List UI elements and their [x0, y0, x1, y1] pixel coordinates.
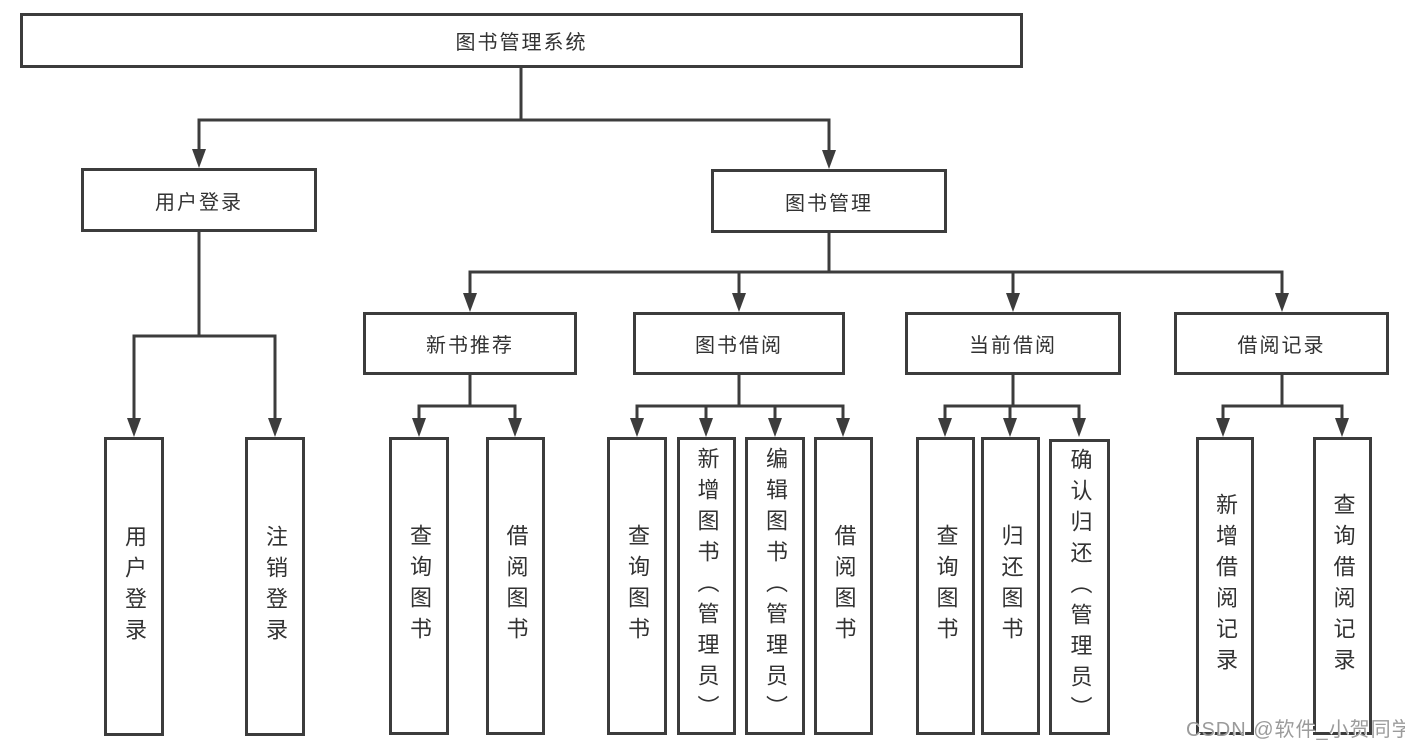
node-label: 图书借阅 — [695, 335, 783, 357]
arrow-new-book — [463, 293, 477, 312]
node-label: 新书推荐 — [426, 335, 514, 357]
node-book-management-branch: 图书管理 — [711, 169, 947, 233]
leaf-borrow-books-borrowing: 借阅图书 — [814, 437, 873, 735]
node-label: 借阅图书 — [831, 524, 857, 648]
leaf-query-books-borrowing: 查询图书 — [607, 437, 667, 735]
arrow-leaf-nbr-query — [412, 418, 426, 437]
node-label: 图书管理 — [785, 192, 873, 215]
arrow-leaf-bb-edit — [768, 418, 782, 437]
node-label: 查询借阅记录 — [1330, 493, 1356, 679]
arrow-leaf-br-query — [1335, 418, 1349, 437]
leaf-query-borrow-record: 查询借阅记录 — [1313, 437, 1372, 735]
arrow-records — [1275, 293, 1289, 312]
leaf-query-books-current: 查询图书 — [916, 437, 975, 735]
leaf-query-books-recommend: 查询图书 — [389, 437, 449, 735]
leaf-borrow-books-recommend: 借阅图书 — [486, 437, 545, 735]
arrow-current — [1006, 293, 1020, 312]
arrow-leaf-nbr-borrow — [508, 418, 522, 437]
node-label: 图书管理系统 — [455, 32, 588, 54]
node-label: 查询图书 — [933, 524, 959, 648]
arrow-user-login — [192, 149, 206, 168]
node-label: 当前借阅 — [969, 335, 1057, 357]
node-label: 新增图书（管理员） — [694, 446, 720, 726]
arrow-leaf-user-login — [127, 418, 141, 437]
node-label: 查询图书 — [625, 524, 650, 648]
node-borrowing-records: 借阅记录 — [1174, 312, 1389, 375]
leaf-logout: 注销登录 — [245, 437, 305, 736]
node-label: 用户登录 — [122, 524, 147, 649]
arrow-leaf-bb-borrow — [836, 418, 850, 437]
node-label: 归还图书 — [998, 524, 1024, 648]
node-label: 用户登录 — [155, 191, 243, 214]
node-book-borrowing: 图书借阅 — [633, 312, 845, 375]
leaf-return-book: 归还图书 — [981, 437, 1040, 735]
arrow-leaf-cb-query — [938, 418, 952, 437]
node-label: 借阅图书 — [503, 524, 529, 648]
arrow-leaf-logout — [268, 418, 282, 437]
leaf-add-borrow-record: 新增借阅记录 — [1196, 437, 1254, 735]
arrow-leaf-cb-confirm — [1072, 418, 1086, 437]
node-label: 编辑图书（管理员） — [763, 446, 788, 726]
node-library-system-root: 图书管理系统 — [20, 13, 1023, 68]
node-user-login-branch: 用户登录 — [81, 168, 317, 232]
leaf-add-book-admin: 新增图书（管理员） — [677, 437, 736, 735]
csdn-watermark: CSDN @软件_小贺同学 — [1186, 719, 1405, 741]
node-label: 借阅记录 — [1237, 335, 1326, 357]
node-new-book-recommend: 新书推荐 — [363, 312, 577, 375]
arrow-leaf-bb-query — [630, 418, 644, 437]
leaf-edit-book-admin: 编辑图书（管理员） — [745, 437, 805, 735]
node-label: 新增借阅记录 — [1213, 493, 1238, 679]
node-label: 查询图书 — [407, 524, 432, 648]
arrow-leaf-cb-return — [1003, 418, 1017, 437]
node-current-borrowing: 当前借阅 — [905, 312, 1121, 375]
arrow-leaf-br-add — [1216, 418, 1230, 437]
node-label: 注销登录 — [263, 524, 288, 649]
node-label: 确认归还（管理员） — [1067, 447, 1093, 727]
leaf-user-login: 用户登录 — [104, 437, 164, 736]
leaf-confirm-return-admin: 确认归还（管理员） — [1049, 439, 1110, 735]
arrow-leaf-bb-add — [699, 418, 713, 437]
arrow-book-mgmt — [822, 150, 836, 169]
arrow-borrowing — [732, 293, 746, 312]
